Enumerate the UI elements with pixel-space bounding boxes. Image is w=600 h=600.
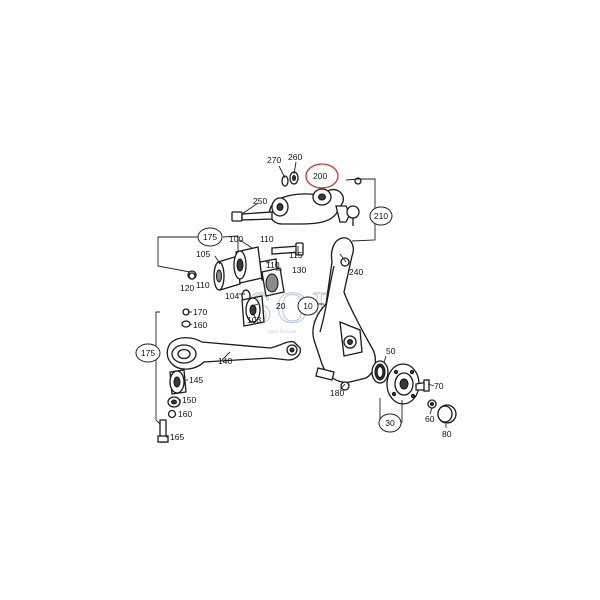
callout-210: 210 xyxy=(369,206,393,226)
label-100: 100 xyxy=(229,234,243,244)
label-104: 104 xyxy=(225,291,239,301)
label-175b: 175 xyxy=(141,348,155,358)
upper-control-arm xyxy=(268,188,360,226)
label-115: 115 xyxy=(289,250,303,260)
washers-260-270 xyxy=(281,171,299,187)
label-165: 165 xyxy=(170,432,184,442)
label-110c: 110 xyxy=(196,280,210,290)
label-110b: 110 xyxy=(266,260,280,270)
plain-callouts: 270 260 200 250 100 105 110 115 110 120 … xyxy=(170,152,452,442)
label-103: 103 xyxy=(247,315,261,325)
leader-lines xyxy=(155,161,447,438)
label-30: 30 xyxy=(385,418,395,428)
label-160b: 160 xyxy=(178,409,192,419)
label-70: 70 xyxy=(434,381,444,391)
label-140: 140 xyxy=(218,356,232,366)
label-270: 270 xyxy=(267,155,281,165)
label-20: 20 xyxy=(276,301,286,311)
callout-30: 30 xyxy=(378,413,402,433)
label-160a: 160 xyxy=(193,320,207,330)
label-120: 120 xyxy=(180,283,194,293)
lower-control-arm xyxy=(166,337,302,370)
label-50: 50 xyxy=(386,346,396,356)
label-145: 145 xyxy=(189,375,203,385)
label-180: 180 xyxy=(330,388,344,398)
label-210: 210 xyxy=(374,211,388,221)
label-250: 250 xyxy=(253,196,267,206)
bolt-250 xyxy=(231,211,273,222)
highlight-circle-200 xyxy=(305,163,339,189)
strut-bushing-stack xyxy=(157,308,191,443)
wheel-hub-assembly xyxy=(340,360,457,424)
callout-175b: 175 xyxy=(135,343,161,363)
callout-175a: 175 xyxy=(197,227,223,247)
label-80: 80 xyxy=(442,429,452,439)
label-150: 150 xyxy=(182,395,196,405)
label-200: 200 xyxy=(313,171,327,181)
label-10: 10 xyxy=(303,301,313,311)
label-175a: 175 xyxy=(203,232,217,242)
steering-knuckle xyxy=(312,237,377,383)
watermark-tagline: Sales On Line xyxy=(268,330,297,335)
label-130: 130 xyxy=(292,265,306,275)
label-110a: 110 xyxy=(260,234,274,244)
label-105: 105 xyxy=(196,249,210,259)
label-60: 60 xyxy=(425,414,435,424)
label-170: 170 xyxy=(193,307,207,317)
label-240: 240 xyxy=(349,267,363,277)
label-260: 260 xyxy=(288,152,302,162)
callout-10: 10 xyxy=(297,296,319,316)
